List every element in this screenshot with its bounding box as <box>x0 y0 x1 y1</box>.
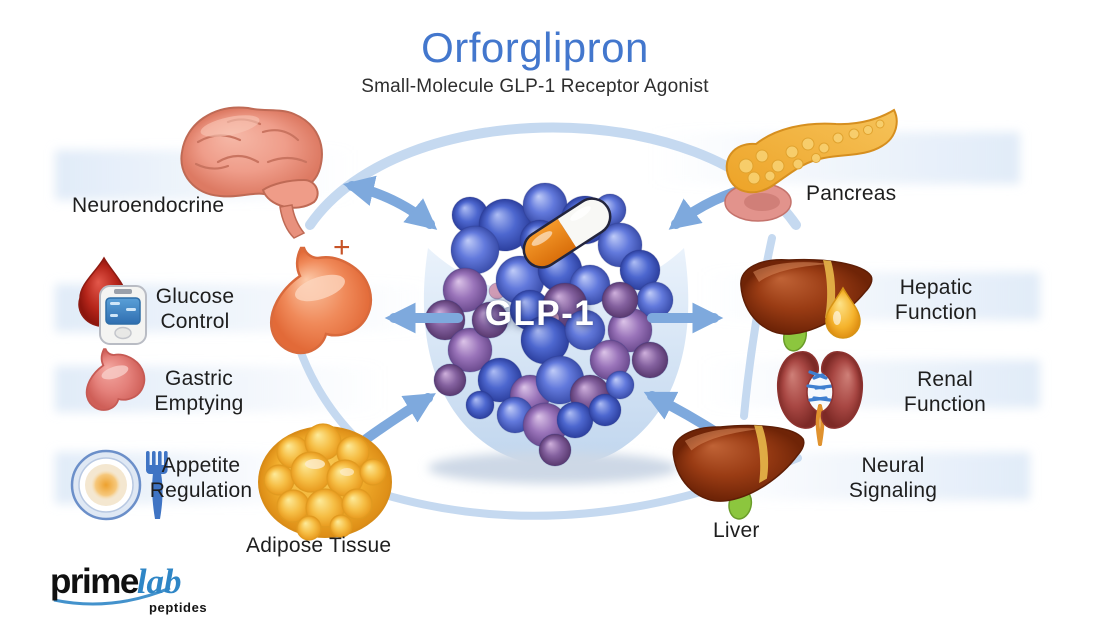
label-appetite-regulation: Appetite Regulation <box>149 454 253 502</box>
brain-icon <box>180 106 323 239</box>
liver-bile-icon <box>740 258 873 352</box>
plus-mark: + <box>333 231 351 264</box>
label-renal-function: Renal Function <box>903 368 987 416</box>
logo-lab-text: lab <box>136 562 182 601</box>
adipose-tissue-icon <box>258 423 392 541</box>
label-pancreas: Pancreas <box>806 182 897 205</box>
label-neuroendocrine: Neuroendocrine <box>72 194 225 217</box>
logo-prime-text: prime <box>50 562 139 601</box>
pancreas-icon <box>724 108 898 222</box>
stomach-icon <box>269 246 373 355</box>
glp1-molecule-icon <box>424 182 674 467</box>
label-gastric-emptying: Gastric Emptying <box>154 367 244 415</box>
label-hepatic-function: Hepatic Function <box>894 276 978 324</box>
logo-peptides-text: peptides <box>149 600 208 615</box>
page-subtitle: Small-Molecule GLP-1 Receptor Agonist <box>361 76 709 97</box>
molecule-shadow <box>428 452 678 484</box>
label-adipose-tissue: Adipose Tissue <box>246 534 392 557</box>
label-neural-signaling: Neural Signaling <box>848 454 938 502</box>
glp1-center-label: GLP-1 <box>484 294 596 333</box>
label-liver: Liver <box>713 519 760 542</box>
orange-white-capsule-icon <box>522 197 612 269</box>
kidneys-icon <box>776 351 864 446</box>
gastric-stomach-icon <box>85 348 146 411</box>
blood-glucometer-icon <box>78 256 147 345</box>
label-glucose-control: Glucose Control <box>155 285 235 333</box>
plate-fork-icon <box>70 449 168 521</box>
arrow-adipose-center <box>357 393 436 447</box>
liver-icon <box>671 421 808 520</box>
page-title: Orforglipron <box>421 24 649 71</box>
logo-swoosh-icon <box>53 586 171 606</box>
arrow-brain-center <box>342 175 438 230</box>
